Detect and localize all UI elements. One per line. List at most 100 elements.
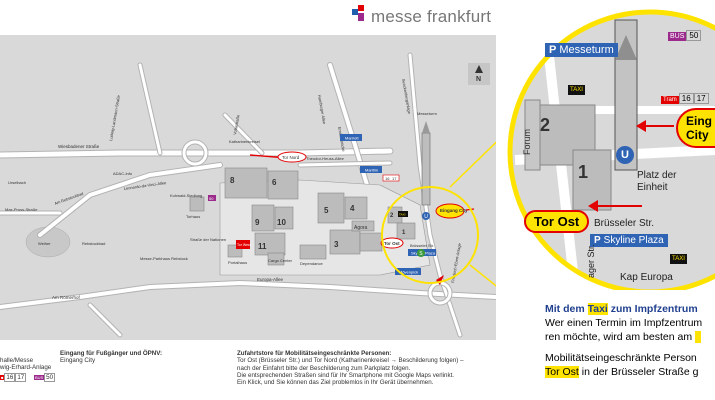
svg-text:16: 16: [385, 176, 390, 181]
cargo-label: Cargo Center: [268, 258, 293, 263]
zoom-taxi-icon: TAXI: [568, 85, 585, 95]
zoom-forum: [524, 99, 541, 171]
tram-icon: [382, 174, 400, 182]
zoom-platz-label: Platz der Einheit: [637, 170, 677, 193]
portalhaus-label: Portalhaus: [228, 260, 247, 265]
zoom-hall-2-label: 2: [540, 115, 551, 135]
footer-right: Zufahrtstore für Mobilitätseingeschränkt…: [237, 350, 464, 387]
logo-text: messe frankfurt: [371, 7, 492, 26]
svg-text:S: S: [419, 251, 423, 257]
hall-number: 4: [350, 204, 355, 213]
info-line-4: Mobilitätseingeschränkte Person: [545, 352, 697, 364]
svg-text:17: 17: [392, 176, 397, 181]
p-icon: P: [549, 44, 557, 56]
hall-number: 6: [272, 178, 277, 187]
messe-parkhaus-label: Messe-Parkhaus Rebstock: [140, 256, 188, 261]
info-title: Mit dem Taxi zum Impfzentrum: [545, 303, 698, 315]
brusseler-label: Brüsseler Str.: [410, 243, 434, 248]
fairground-map[interactable]: Ludwig-Landmann-Straße Voltastraße Wiesb…: [0, 35, 496, 340]
zoom-tor-ost-arrow: [592, 205, 642, 207]
tor-ost-label: Tor Ost: [384, 241, 400, 246]
agora: [351, 220, 375, 232]
zoom-arrowhead-icon: [636, 120, 646, 132]
svg-text:N: N: [476, 76, 481, 83]
maritim-label: Maritim: [365, 168, 379, 173]
taxi-icon: [398, 211, 408, 217]
senckenberg-label: Senckenberganlage: [401, 78, 412, 115]
info-line-2: Wer einen Termin im Impfzentrum: [545, 317, 703, 329]
zoom-taxi-icon-2: TAXI: [670, 254, 687, 264]
s-bahn-icon: [417, 249, 425, 257]
info-line-5: Tor Ost in der Brüsseler Straße g: [545, 366, 699, 378]
dependance: [299, 244, 327, 260]
leonardo-label: Leonardo-da-Vinci-Allee: [123, 180, 167, 191]
hall-number: 1: [402, 230, 406, 236]
north-arrow-icon: N: [468, 63, 490, 85]
hall-number: 8: [230, 176, 235, 185]
zoom-kap-europa-label: Kap Europa: [620, 272, 673, 283]
p-icon: P: [594, 235, 601, 246]
max-pruss-label: Max-Pruss-Straße: [5, 207, 38, 212]
hall-5: [344, 196, 368, 220]
adac-label: ADAC-Info: [113, 171, 133, 176]
rebstockbad-label: Rebstockbad: [82, 241, 105, 246]
hall-10: [251, 204, 275, 232]
svg-text:50: 50: [209, 196, 214, 201]
hall-8: [267, 170, 299, 200]
urselbach-label: Urselbach: [8, 180, 26, 185]
tram-icon: ■: [0, 374, 5, 380]
bus-icon: BUS: [33, 374, 45, 380]
torhaus: [189, 196, 205, 212]
messe-frankfurt-logo-icon: [352, 5, 364, 21]
tor-nord-marker: [277, 151, 307, 163]
roemerhof-label: Am Römerhof: [52, 295, 81, 300]
zoom-arrow-icon: [640, 125, 674, 127]
messeturm-tower: [421, 132, 431, 206]
wiesbadener-label: Wiesbadener Straße: [58, 144, 100, 149]
svg-text:U: U: [424, 214, 428, 220]
zoom-hall-1-label: 1: [578, 162, 589, 182]
hall-number: 11: [258, 242, 267, 251]
eingang-city-marker: [435, 203, 465, 219]
marriott-p-icon: [340, 134, 362, 141]
katharinen-label: Katharinenkreisel: [229, 139, 260, 144]
zoom-tor-ost-marker: Tor Ost: [524, 210, 590, 233]
tor-west-label: Tor West: [237, 243, 251, 247]
maritim-p-icon: [360, 166, 382, 173]
info-line-3: ren möchte, wird am besten am: [545, 331, 701, 344]
zoom-tor-ost-arrowhead-icon: [588, 200, 598, 212]
zoom-u-bahn-icon: U: [616, 146, 634, 164]
hall-9: [224, 167, 268, 199]
hall-number: 9: [255, 218, 260, 227]
torhaus-label: Torhaus: [186, 214, 200, 219]
movenpick-label: Mövenpick: [399, 270, 418, 275]
tor-west-box: [236, 240, 250, 249]
zoom-brusseler-label: Brüsseler Str.: [594, 218, 655, 229]
hall-11: [274, 206, 294, 230]
theodor-label: Theodor-Heuss-Allee: [306, 156, 345, 161]
tor-nord-label: Tor Nord: [282, 155, 300, 160]
hall-number: 2: [390, 213, 394, 219]
zoom-indicator: [381, 186, 479, 284]
cargo-center: [267, 252, 285, 266]
weiher-label: Weiher: [38, 241, 51, 246]
messeturm-label: Messeturm: [417, 111, 437, 116]
hall-1: [396, 222, 416, 240]
hall-6: [317, 192, 345, 224]
str-nationen-label: Straße der Nationen: [190, 237, 226, 242]
footer-middle: Eingang für Fußgänger und ÖPNV: Eingang …: [60, 350, 163, 365]
zoom-strasse-label: ager Str.: [586, 243, 596, 278]
voltastr-label: Voltastraße: [232, 114, 241, 136]
tor-ost-marker: [380, 237, 404, 249]
europa-label: Europa-Allee: [257, 277, 284, 282]
dependance-label: Dependance: [300, 261, 323, 266]
eingang-city-label: Eingang City: [440, 208, 468, 213]
hall-number: 3: [334, 240, 339, 249]
hall-4: [329, 229, 361, 255]
hall-3: [359, 232, 383, 252]
